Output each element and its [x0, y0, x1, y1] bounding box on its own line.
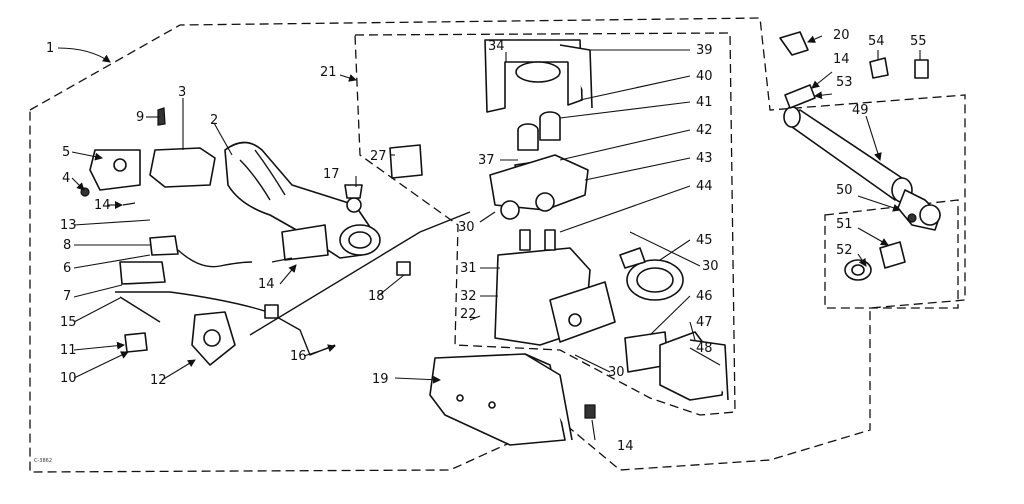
callout-32: 32 — [460, 289, 477, 304]
callout-48: 48 — [696, 341, 713, 356]
callout-51: 51 — [836, 217, 853, 232]
callout-52: 52 — [836, 243, 853, 258]
callout-1: 1 — [46, 41, 54, 56]
callout-10: 10 — [60, 371, 77, 386]
callout-45: 45 — [696, 233, 713, 248]
callout-44: 44 — [696, 179, 713, 194]
air-shutter-bracket — [80, 107, 216, 206]
thermocouple-and-wiring — [115, 235, 336, 356]
callout-labels: 1 2 3 4 5 6 7 8 9 10 11 12 13 14 14 14 1… — [34, 28, 927, 464]
callout-5: 5 — [62, 145, 70, 160]
callout-3: 3 — [178, 85, 186, 100]
callout-6: 6 — [63, 261, 71, 276]
callout-30-c: 30 — [608, 365, 625, 380]
igniter-and-bracket — [191, 224, 329, 366]
callout-41: 41 — [696, 95, 713, 110]
manifold-pilot-tube — [249, 184, 471, 336]
callout-7: 7 — [63, 289, 71, 304]
solenoid-and-cover — [624, 331, 729, 401]
leader-lines — [57, 35, 921, 441]
callout-20: 20 — [833, 28, 850, 43]
regulator-cover — [619, 247, 684, 301]
callout-14-d: 14 — [617, 439, 634, 454]
callout-21: 21 — [320, 65, 337, 80]
callout-49: 49 — [852, 103, 869, 118]
callout-30-a: 30 — [458, 220, 475, 235]
callout-12: 12 — [150, 373, 167, 388]
callout-34: 34 — [488, 39, 505, 54]
callout-50: 50 — [836, 183, 853, 198]
callout-15: 15 — [60, 315, 77, 330]
callout-14-a: 14 — [94, 198, 111, 213]
callout-39: 39 — [696, 43, 713, 58]
callout-16: 16 — [290, 349, 307, 364]
callout-13: 13 — [60, 218, 77, 233]
inlet-pipe-and-fittings — [779, 31, 941, 281]
callout-11: 11 — [60, 343, 77, 358]
callout-31: 31 — [460, 261, 477, 276]
callout-22: 22 — [460, 307, 477, 322]
callout-19: 19 — [372, 372, 389, 387]
gas-valve-assembly — [389, 39, 616, 346]
callout-9: 9 — [136, 110, 144, 125]
callout-53: 53 — [836, 75, 853, 90]
callout-42: 42 — [696, 123, 713, 138]
callout-4: 4 — [62, 171, 70, 186]
callout-40: 40 — [696, 69, 713, 84]
callout-54: 54 — [868, 34, 885, 49]
callout-46: 46 — [696, 289, 713, 304]
burner-tube-assembly — [224, 141, 381, 259]
callout-14-c: 14 — [833, 52, 850, 67]
callout-55: 55 — [910, 34, 927, 49]
callout-27: 27 — [370, 149, 387, 164]
callout-18: 18 — [368, 289, 385, 304]
callout-43: 43 — [696, 151, 713, 166]
mounting-bracket — [429, 353, 596, 446]
callout-30-b: 30 — [702, 259, 719, 274]
callout-37: 37 — [478, 153, 495, 168]
callout-47: 47 — [696, 315, 713, 330]
drawing-number: C-3862 — [34, 458, 52, 464]
callout-17: 17 — [323, 167, 340, 182]
callout-8: 8 — [63, 238, 71, 253]
callout-14-b: 14 — [258, 277, 275, 292]
callout-2: 2 — [210, 113, 218, 128]
